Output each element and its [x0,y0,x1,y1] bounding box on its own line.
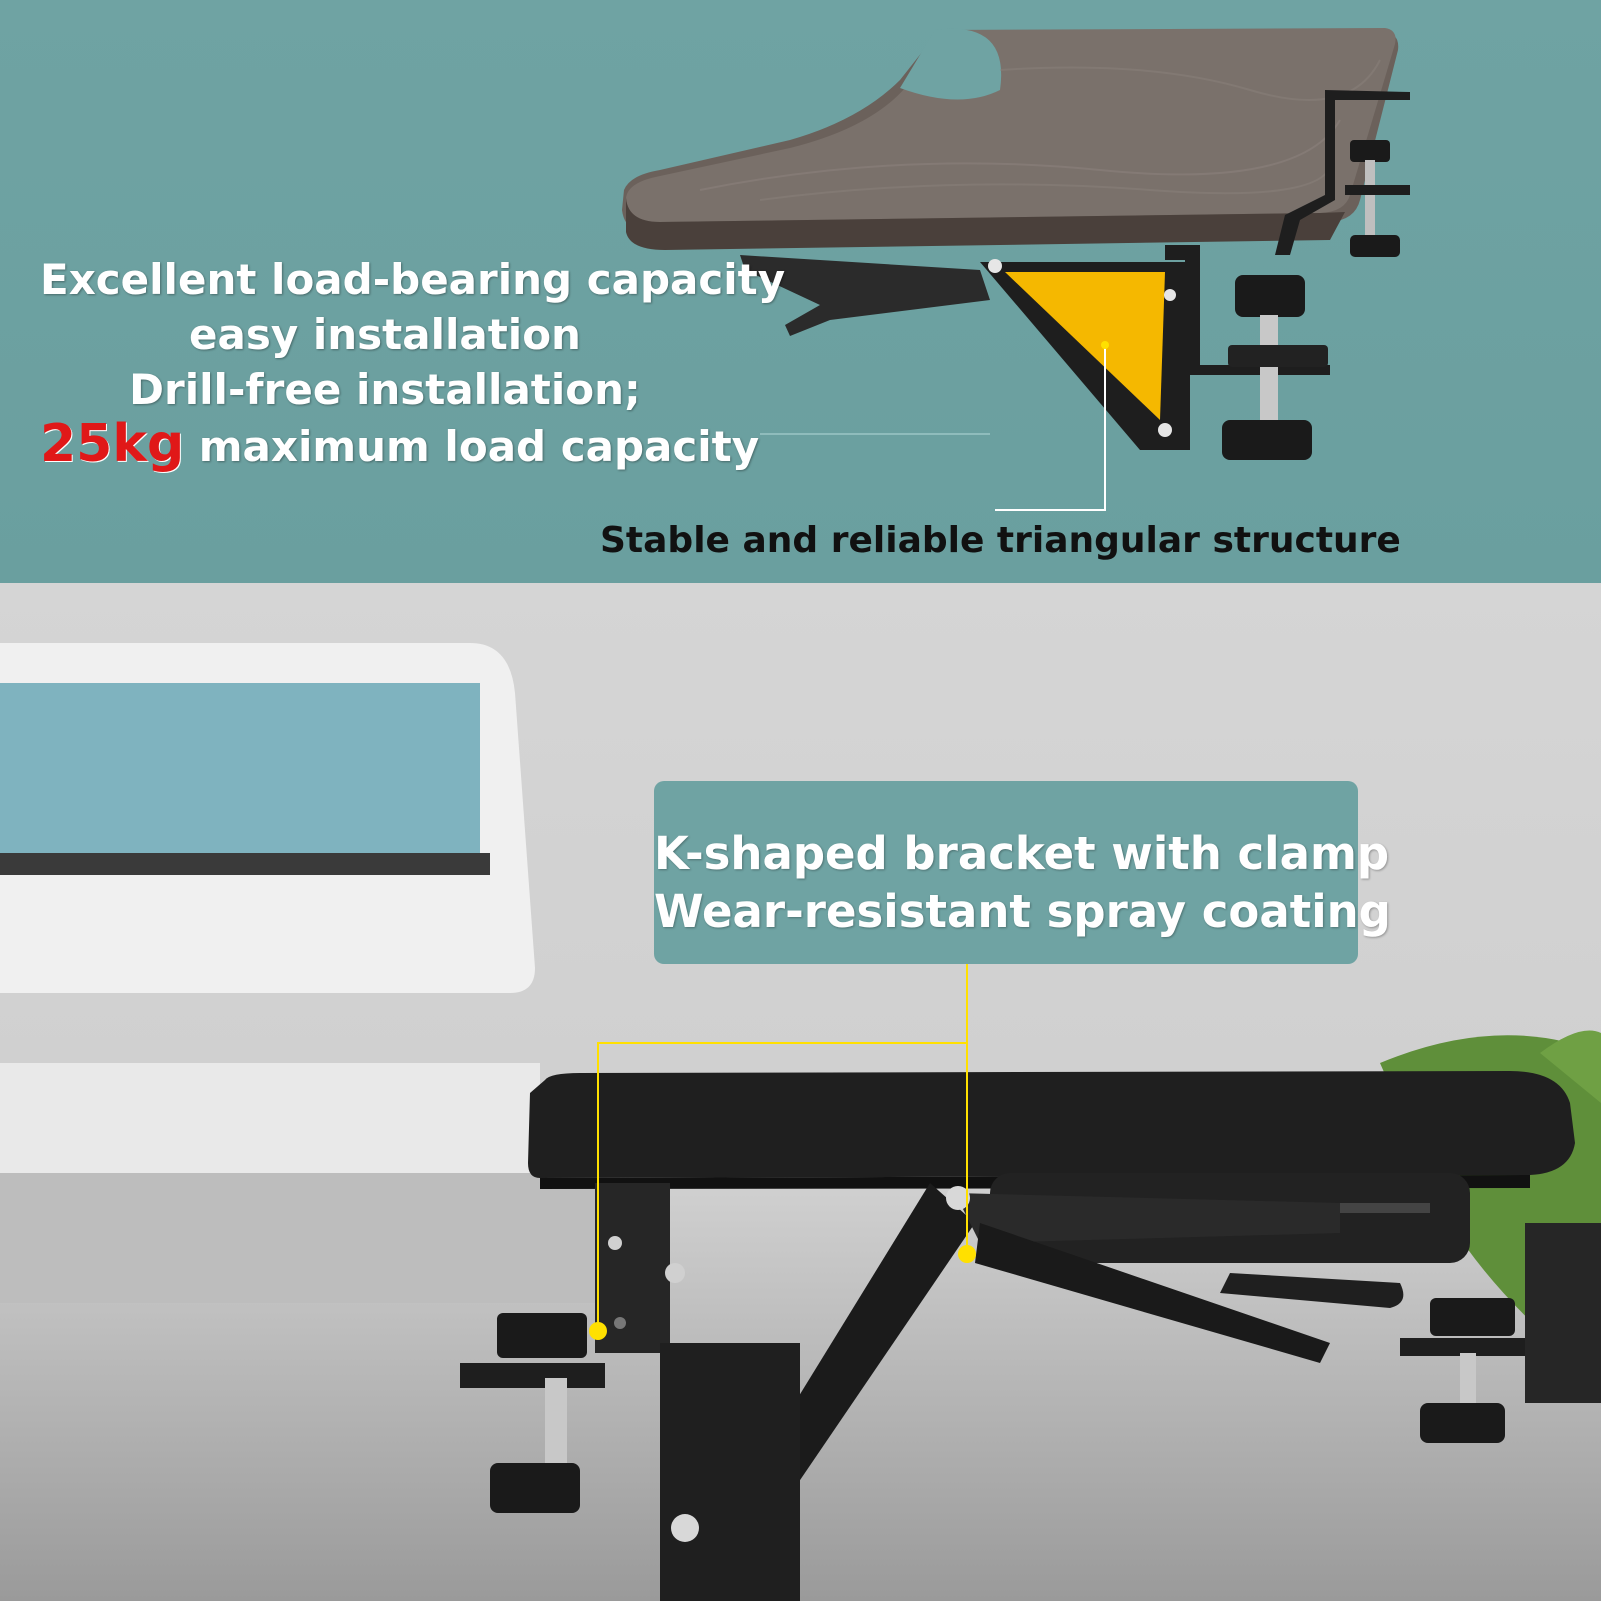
triangle-support-yellow [1005,272,1165,420]
left-clamp-knob-top [497,1313,587,1358]
max-load-text: maximum load capacity [184,422,760,471]
board-cutout [900,28,1002,100]
callout-line-bracket: K-shaped bracket with clamp [654,827,1390,880]
feature-drill-free: Drill-free installation; [129,365,641,414]
bracket-closeup-illustration [0,643,1601,1601]
pointer-line-left-bracket [597,1042,967,1328]
bottom-feature-panel [0,583,1601,1601]
rear-clamp-frame [1275,90,1410,255]
black-armrest-board [528,1071,1575,1178]
k-bracket-strut [955,1193,1340,1243]
k-bracket-vertical [660,1343,800,1601]
bracket-arm [740,255,990,336]
k-bracket-callout: K-shaped bracket with clamp Wear-resista… [654,781,1391,964]
release-lever [1220,1273,1404,1308]
feature-list: Excellent load-bearing capacity easy ins… [40,252,786,474]
top-feature-panel: Excellent load-bearing capacity easy ins… [0,0,1601,583]
triangle-pointer-line [995,345,1106,511]
wooden-board-top-face [626,28,1396,222]
feature-max-load: 25kg maximum load capacity [40,414,759,474]
feature-easy-install: easy installation [189,310,581,359]
board-edge [626,198,1345,250]
front-clamp-frame [1165,245,1330,375]
left-clamp-plate [460,1363,605,1388]
triangle-structure-callout: Stable and reliable triangular structure [600,520,1401,561]
desk-surface [0,1063,540,1183]
max-load-value: 25kg [40,414,185,474]
feature-load-bearing: Excellent load-bearing capacity [40,255,786,304]
callout-line-coating: Wear-resistant spray coating [654,885,1391,938]
left-vertical-bracket [595,1183,670,1353]
wooden-armrest-illustration [622,28,1410,511]
